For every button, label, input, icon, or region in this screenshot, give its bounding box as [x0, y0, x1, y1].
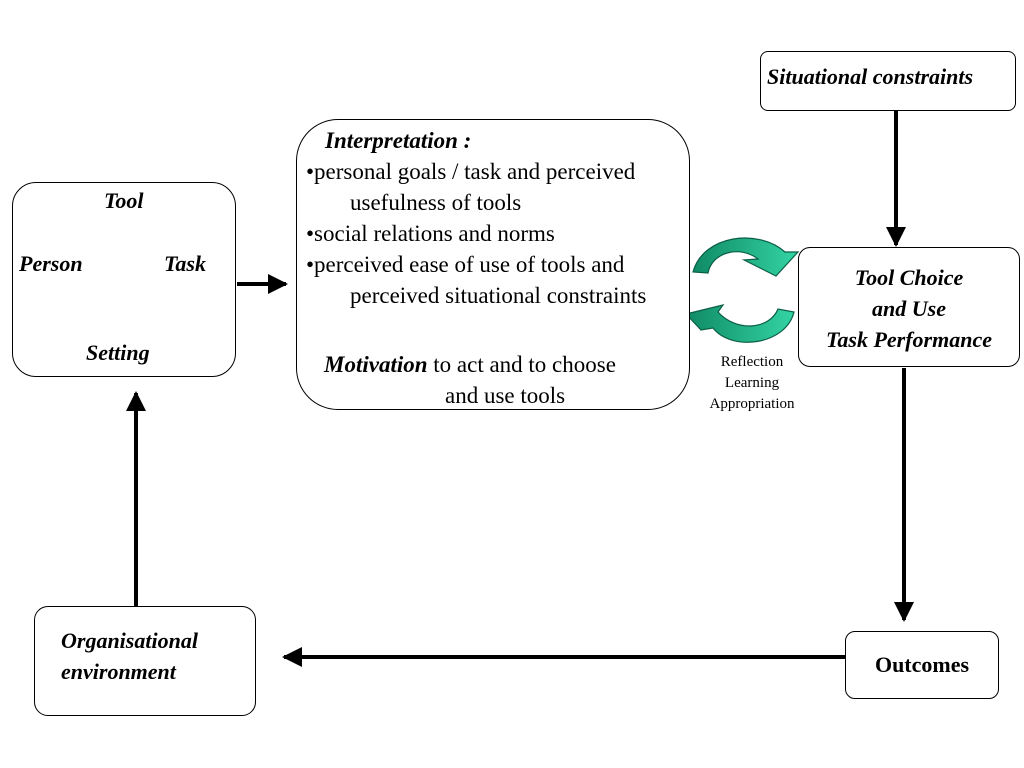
cycle-label-learning: Learning [724, 375, 780, 391]
setting-label: Setting [86, 340, 150, 365]
interpretation-heading: Interpretation : [325, 128, 472, 153]
tool-choice-line3: Task Performance [825, 327, 992, 352]
motivation-word: Motivation [324, 352, 428, 377]
interpretation-line-ease-cont: perceived situational constraints [350, 283, 647, 308]
person-label: Person [19, 251, 83, 276]
tool-label: Tool [104, 188, 144, 213]
context-box [12, 182, 236, 377]
interpretation-line-goals: •personal goals / task and perceived [306, 159, 636, 184]
interpretation-line-ease: •perceived ease of use of tools and [306, 252, 625, 277]
situational-constraints-box [760, 51, 1016, 111]
tool-choice-box [798, 247, 1020, 367]
outcomes-box [845, 631, 999, 699]
org-env-line1: Organisational [61, 628, 198, 653]
tool-choice-line2: and Use [872, 296, 946, 321]
interpretation-box [296, 119, 690, 410]
cycle-arrow-lower [684, 304, 795, 343]
outcomes-label: Outcomes [874, 652, 970, 677]
cycle-label-reflection: Reflection [720, 354, 784, 370]
cycle-arrows [684, 237, 800, 343]
tool-choice-line1: Tool Choice [854, 265, 964, 290]
org-env-box [34, 606, 256, 716]
cycle-arrow-upper [692, 237, 800, 277]
motivation-line: Motivation to act and to choose [324, 353, 616, 376]
motivation-line-cont: and use tools [445, 383, 566, 408]
interpretation-line-social: •social relations and norms [306, 221, 555, 246]
situational-constraints-label: Situational constraints [767, 64, 974, 89]
org-env-line2: environment [61, 659, 176, 684]
motivation-rest: to act and to choose [427, 352, 616, 377]
task-label: Task [164, 251, 206, 276]
cycle-label-appropriation: Appropriation [709, 396, 795, 412]
interpretation-line-goals-cont: usefulness of tools [350, 190, 522, 215]
